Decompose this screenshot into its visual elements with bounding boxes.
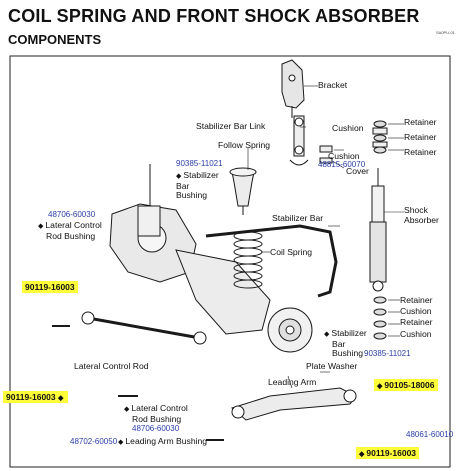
leading-arm-shape <box>230 387 357 421</box>
diagram-frame <box>9 55 451 468</box>
label-retainer-3: Retainer <box>404 147 437 157</box>
page-title: COIL SPRING AND FRONT SHOCK ABSORBER <box>8 6 420 26</box>
lateral-control-rod-shape <box>87 316 201 340</box>
part-number-stabilizer-link-bolt: 90385-11021 <box>176 159 223 168</box>
label-stabilizer-bar: Stabilizer Bar <box>272 213 324 223</box>
axle-housing-shape <box>109 164 271 335</box>
label-cushion-low2: Cushion <box>400 329 432 339</box>
label-lateral-control-rod-bushing-bottom: ◆Lateral Control Rod Bushing <box>124 403 188 424</box>
highlighted-part-number-left-lower: 90119-16003 ◆ <box>3 391 69 403</box>
label-stabilizer-bar-bushing-bottom: ◆Stabilizer Bar Bushing <box>324 328 367 358</box>
part-number-leading-arm-bushing-right: 48061-60010 <box>406 430 454 439</box>
part-number-leading-arm-bushing-left: 48702-60050 <box>70 437 118 446</box>
label-stabilizer-bar-bushing-top: ◆Stabilizer Bar Bushing <box>176 170 219 200</box>
label-stabilizer-bar-link: Stabilizer Bar Link <box>196 121 266 131</box>
label-cushion-low1: Cushion <box>400 306 432 316</box>
diamond-icon: ◆ <box>124 406 130 413</box>
label-retainer-4: Retainer <box>400 295 433 305</box>
highlighted-part-number-right-lower: ◆90119-16003 <box>356 447 420 459</box>
part-number-cover: 48815-60070 <box>318 160 366 169</box>
diamond-icon: ◆ <box>324 331 330 338</box>
diamond-icon: ◆ <box>176 173 182 180</box>
label-leading-arm: Leading Arm <box>268 377 317 387</box>
label-coil-spring: Coil Spring <box>270 247 313 257</box>
part-number-lateral-rod-bushing-top: 48706-60030 <box>48 210 96 219</box>
label-retainer-1: Retainer <box>404 117 437 127</box>
label-bracket: Bracket <box>318 80 348 90</box>
label-cushion-mid: Cushion <box>328 151 360 161</box>
diamond-icon: ◆ <box>58 395 64 402</box>
leader-lines <box>247 85 404 389</box>
label-leading-arm-bushing: ◆Leading Arm Bushing <box>118 436 208 446</box>
diamond-icon: ◆ <box>38 223 44 230</box>
hub-shape <box>267 307 313 353</box>
diamond-icon: ◆ <box>118 439 124 446</box>
stabilizer-bar-link-shape <box>293 115 305 157</box>
section-subtitle: COMPONENTS <box>8 32 102 47</box>
part-number-stabilizer-bushing-bottom: 90385-11021 <box>364 349 411 358</box>
diamond-icon: ◆ <box>377 383 383 390</box>
label-follow-spring: Follow Spring <box>218 140 271 150</box>
label-lateral-control-rod: Lateral Control Rod <box>74 361 149 371</box>
label-lateral-control-rod-bushing-top: ◆Lateral Control Rod Bushing <box>38 220 102 241</box>
diamond-icon: ◆ <box>359 451 365 458</box>
label-cushion-top: Cushion <box>332 123 364 133</box>
shock-absorber-shape <box>369 168 387 292</box>
cushion-retainer-stack-bottom <box>373 296 387 340</box>
label-shock-absorber: Shock Absorber <box>404 205 439 225</box>
follow-spring-shape <box>231 171 255 207</box>
bolts-left <box>52 325 224 441</box>
cushion-retainer-stack-top <box>319 120 388 164</box>
bracket-shape <box>281 59 305 109</box>
highlighted-part-number-left-upper: 90119-16003 <box>22 281 78 293</box>
part-number-lateral-rod-bushing-bottom: 48706-60030 <box>132 424 180 433</box>
label-cover: Cover <box>346 166 369 176</box>
stabilizer-bar-shape <box>205 224 338 298</box>
label-plate-washer: Plate Washer <box>306 361 358 371</box>
highlighted-part-number-right-upper: ◆90105-18006 <box>374 379 438 391</box>
label-retainer-2: Retainer <box>404 132 437 142</box>
figure-code: SA0PU-01 <box>436 30 455 35</box>
label-retainer-5: Retainer <box>400 317 433 327</box>
